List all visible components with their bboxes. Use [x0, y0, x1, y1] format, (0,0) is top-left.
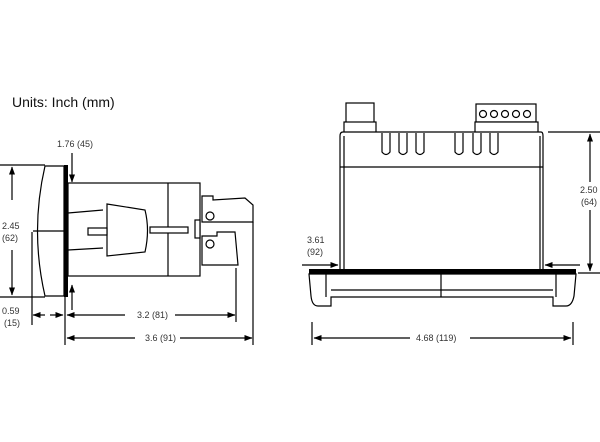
dim-total-width: 4.68 (119) — [416, 333, 456, 343]
dim-height-mm: (62) — [2, 233, 18, 243]
dim-top-height-inch: 2.50 — [580, 185, 598, 195]
top-view: 2.50 (64) 3.61 (92) 4.68 (119) — [302, 102, 600, 345]
knob — [345, 102, 375, 124]
dim-cutout-width-mm: (92) — [307, 247, 323, 257]
dim-panel-cutout: 1.76 (45) — [57, 139, 93, 149]
dim-cutout-width-inch: 3.61 — [307, 235, 325, 245]
terminal-block — [475, 103, 537, 123]
dim-top-height-mm: (64) — [581, 197, 597, 207]
dim-bezel-depth-inch: 0.59 — [2, 306, 20, 316]
vent-slots — [381, 133, 499, 156]
dim-height-inch: 2.45 — [2, 221, 20, 231]
bezel-edge — [309, 269, 576, 274]
connector-top — [201, 195, 254, 223]
connector-bottom — [201, 231, 239, 266]
side-view: 2.45 (62) 1.76 (45) 0.59 (15) 3.2 (81) 3… — [0, 139, 254, 345]
mounting-clamp — [106, 203, 149, 257]
meter-housing — [339, 131, 544, 271]
terminal-screws — [478, 109, 532, 119]
dim-bezel-depth-mm: (15) — [4, 318, 20, 328]
units-label: Units: Inch (mm) — [12, 94, 115, 110]
dim-body-depth: 3.2 (81) — [137, 310, 168, 320]
dim-total-depth: 3.6 (91) — [145, 333, 176, 343]
panel-gasket — [64, 165, 68, 297]
